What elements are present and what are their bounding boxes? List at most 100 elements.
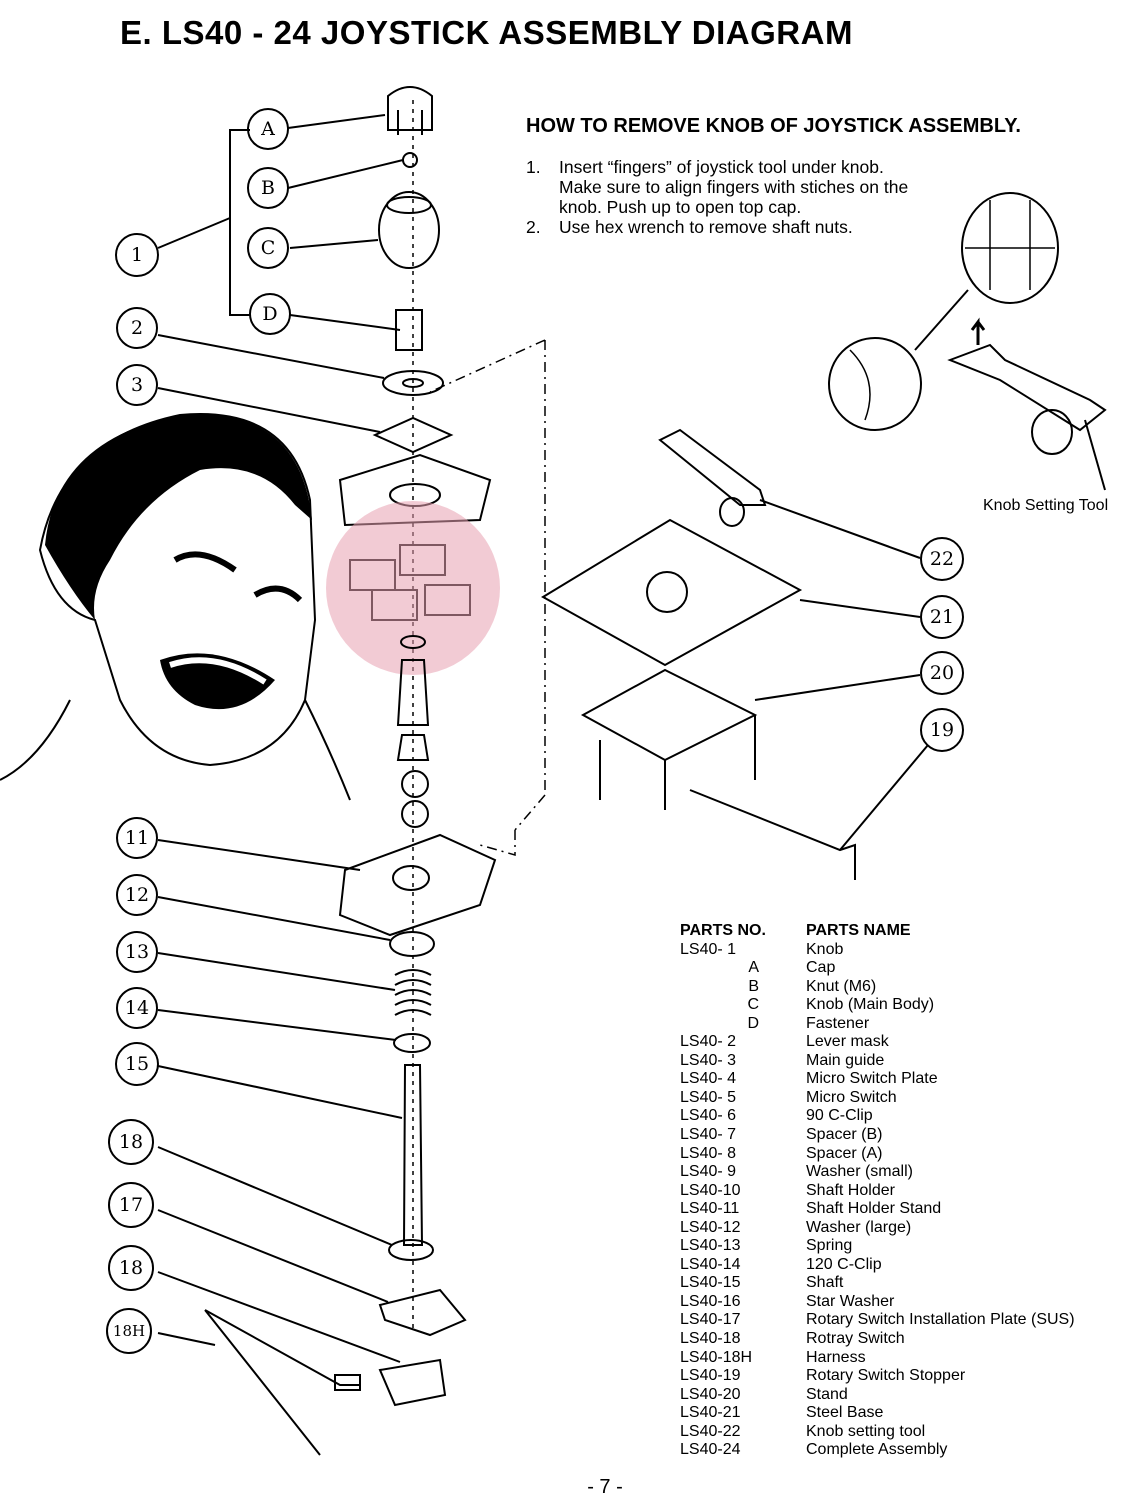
- part-number: LS40-11: [680, 1200, 740, 1218]
- part-number: LS40-16: [680, 1292, 741, 1310]
- leader-C: [289, 239, 379, 249]
- callout-21: 21: [930, 606, 954, 628]
- assembly-guide-lines: [429, 339, 546, 856]
- part-number: LS40- 4: [680, 1070, 737, 1088]
- spring-part: [394, 969, 432, 1016]
- part-number: LS40-19: [680, 1367, 741, 1385]
- page-number: - 7 -: [587, 1476, 623, 1498]
- callout-B: B: [261, 177, 275, 199]
- tool-label-leader: [1084, 419, 1106, 491]
- step-text: Insert “fingers” of joystick tool under …: [559, 157, 909, 217]
- part-name: Star Washer: [806, 1292, 895, 1310]
- leader-19: [839, 744, 929, 851]
- part-name: Shaft Holder: [806, 1181, 895, 1199]
- header-parts-name: PARTS NAME: [806, 922, 911, 939]
- part-number: LS40- 5: [680, 1088, 737, 1106]
- callout-20: 20: [930, 662, 954, 684]
- leader-1: [157, 217, 231, 249]
- callout-1: 1: [131, 244, 143, 266]
- part-name: Knob setting tool: [806, 1422, 926, 1440]
- c-clip-120-part: [393, 1033, 431, 1053]
- leader-2: [157, 334, 385, 379]
- c-clip-part: [400, 635, 426, 649]
- part-name: Knut (M6): [806, 977, 877, 995]
- spacer-a-part: [396, 734, 430, 761]
- callout-3: 3: [131, 374, 143, 396]
- part-number: LS40-17: [680, 1311, 741, 1329]
- rotary-switch-part: [378, 1358, 447, 1407]
- callout-22: 22: [930, 548, 954, 570]
- spacer-b-part: [396, 659, 430, 726]
- step-text: Use hex wrench to remove shaft nuts.: [559, 217, 853, 237]
- part-number: LS40- 3: [680, 1051, 737, 1069]
- rotary-plate-part: [378, 1288, 467, 1337]
- part-name: Fastener: [806, 1014, 870, 1032]
- parts-table-row: LS40-16 Star Washer: [680, 1293, 1075, 1312]
- knob-side-stitch: [849, 349, 871, 421]
- shaft-holder-stand-part: [338, 833, 497, 937]
- leader-20: [754, 674, 921, 701]
- knob-top-opening: [386, 196, 432, 214]
- leader-D: [289, 314, 401, 331]
- parts-table-row: B Knut (M6): [680, 978, 1075, 997]
- shaft-holder-part: [401, 800, 429, 828]
- part-name: Spacer (A): [806, 1144, 883, 1162]
- part-number: LS40-22: [680, 1422, 741, 1440]
- instructions-steps: 1. Insert “fingers” of joystick tool und…: [526, 157, 916, 237]
- steel-base-hole: [646, 571, 688, 613]
- step-number: 2.: [526, 217, 541, 237]
- rotary-stopper-part: [689, 789, 856, 880]
- knob-main-body-part: [378, 191, 440, 269]
- parts-table-row: LS40- 4 Micro Switch Plate: [680, 1070, 1075, 1089]
- part-name: Washer (large): [806, 1218, 912, 1236]
- parts-table-row: LS40-21 Steel Base: [680, 1404, 1075, 1423]
- leader-11: [157, 839, 361, 871]
- up-arrow-icon: [970, 317, 986, 345]
- part-number: LS40-15: [680, 1274, 741, 1292]
- main-guide-part: [372, 416, 454, 454]
- leader-14: [157, 1009, 397, 1041]
- part-name: Steel Base: [806, 1404, 884, 1422]
- star-washer-part: [388, 1239, 434, 1261]
- part-number: LS40- 9: [680, 1163, 737, 1181]
- shaft-part: [402, 1064, 424, 1246]
- leader-B: [287, 159, 404, 189]
- part-number: LS40-18: [680, 1330, 741, 1348]
- part-name: Rotary Switch Installation Plate (SUS): [806, 1311, 1075, 1329]
- callout-A: A: [260, 118, 275, 140]
- right-eye-brow: [253, 585, 303, 603]
- callout-15: 15: [125, 1053, 149, 1075]
- part-number: LS40- 6: [680, 1107, 737, 1125]
- part-number: B: [748, 977, 759, 995]
- knob-setting-tool-part: [658, 428, 767, 506]
- part-name: Cap: [806, 959, 836, 977]
- leader-18H: [157, 1332, 216, 1346]
- left-eye-brow: [173, 551, 237, 573]
- part-number: LS40-14: [680, 1255, 741, 1273]
- part-number: LS40-21: [680, 1404, 741, 1422]
- part-name: Micro Switch Plate: [806, 1070, 938, 1088]
- washer-large-part: [389, 931, 435, 957]
- callout-18H: 18H: [113, 1322, 145, 1340]
- leader-18: [157, 1271, 401, 1363]
- knob-stitches: [965, 200, 1055, 290]
- part-name: Stand: [806, 1385, 848, 1403]
- part-name: Complete Assembly: [806, 1441, 948, 1459]
- parts-table-row: D Fastener: [680, 1015, 1075, 1034]
- part-number: D: [747, 1014, 759, 1032]
- teeth: [169, 657, 267, 685]
- callout-2: 2: [131, 317, 143, 339]
